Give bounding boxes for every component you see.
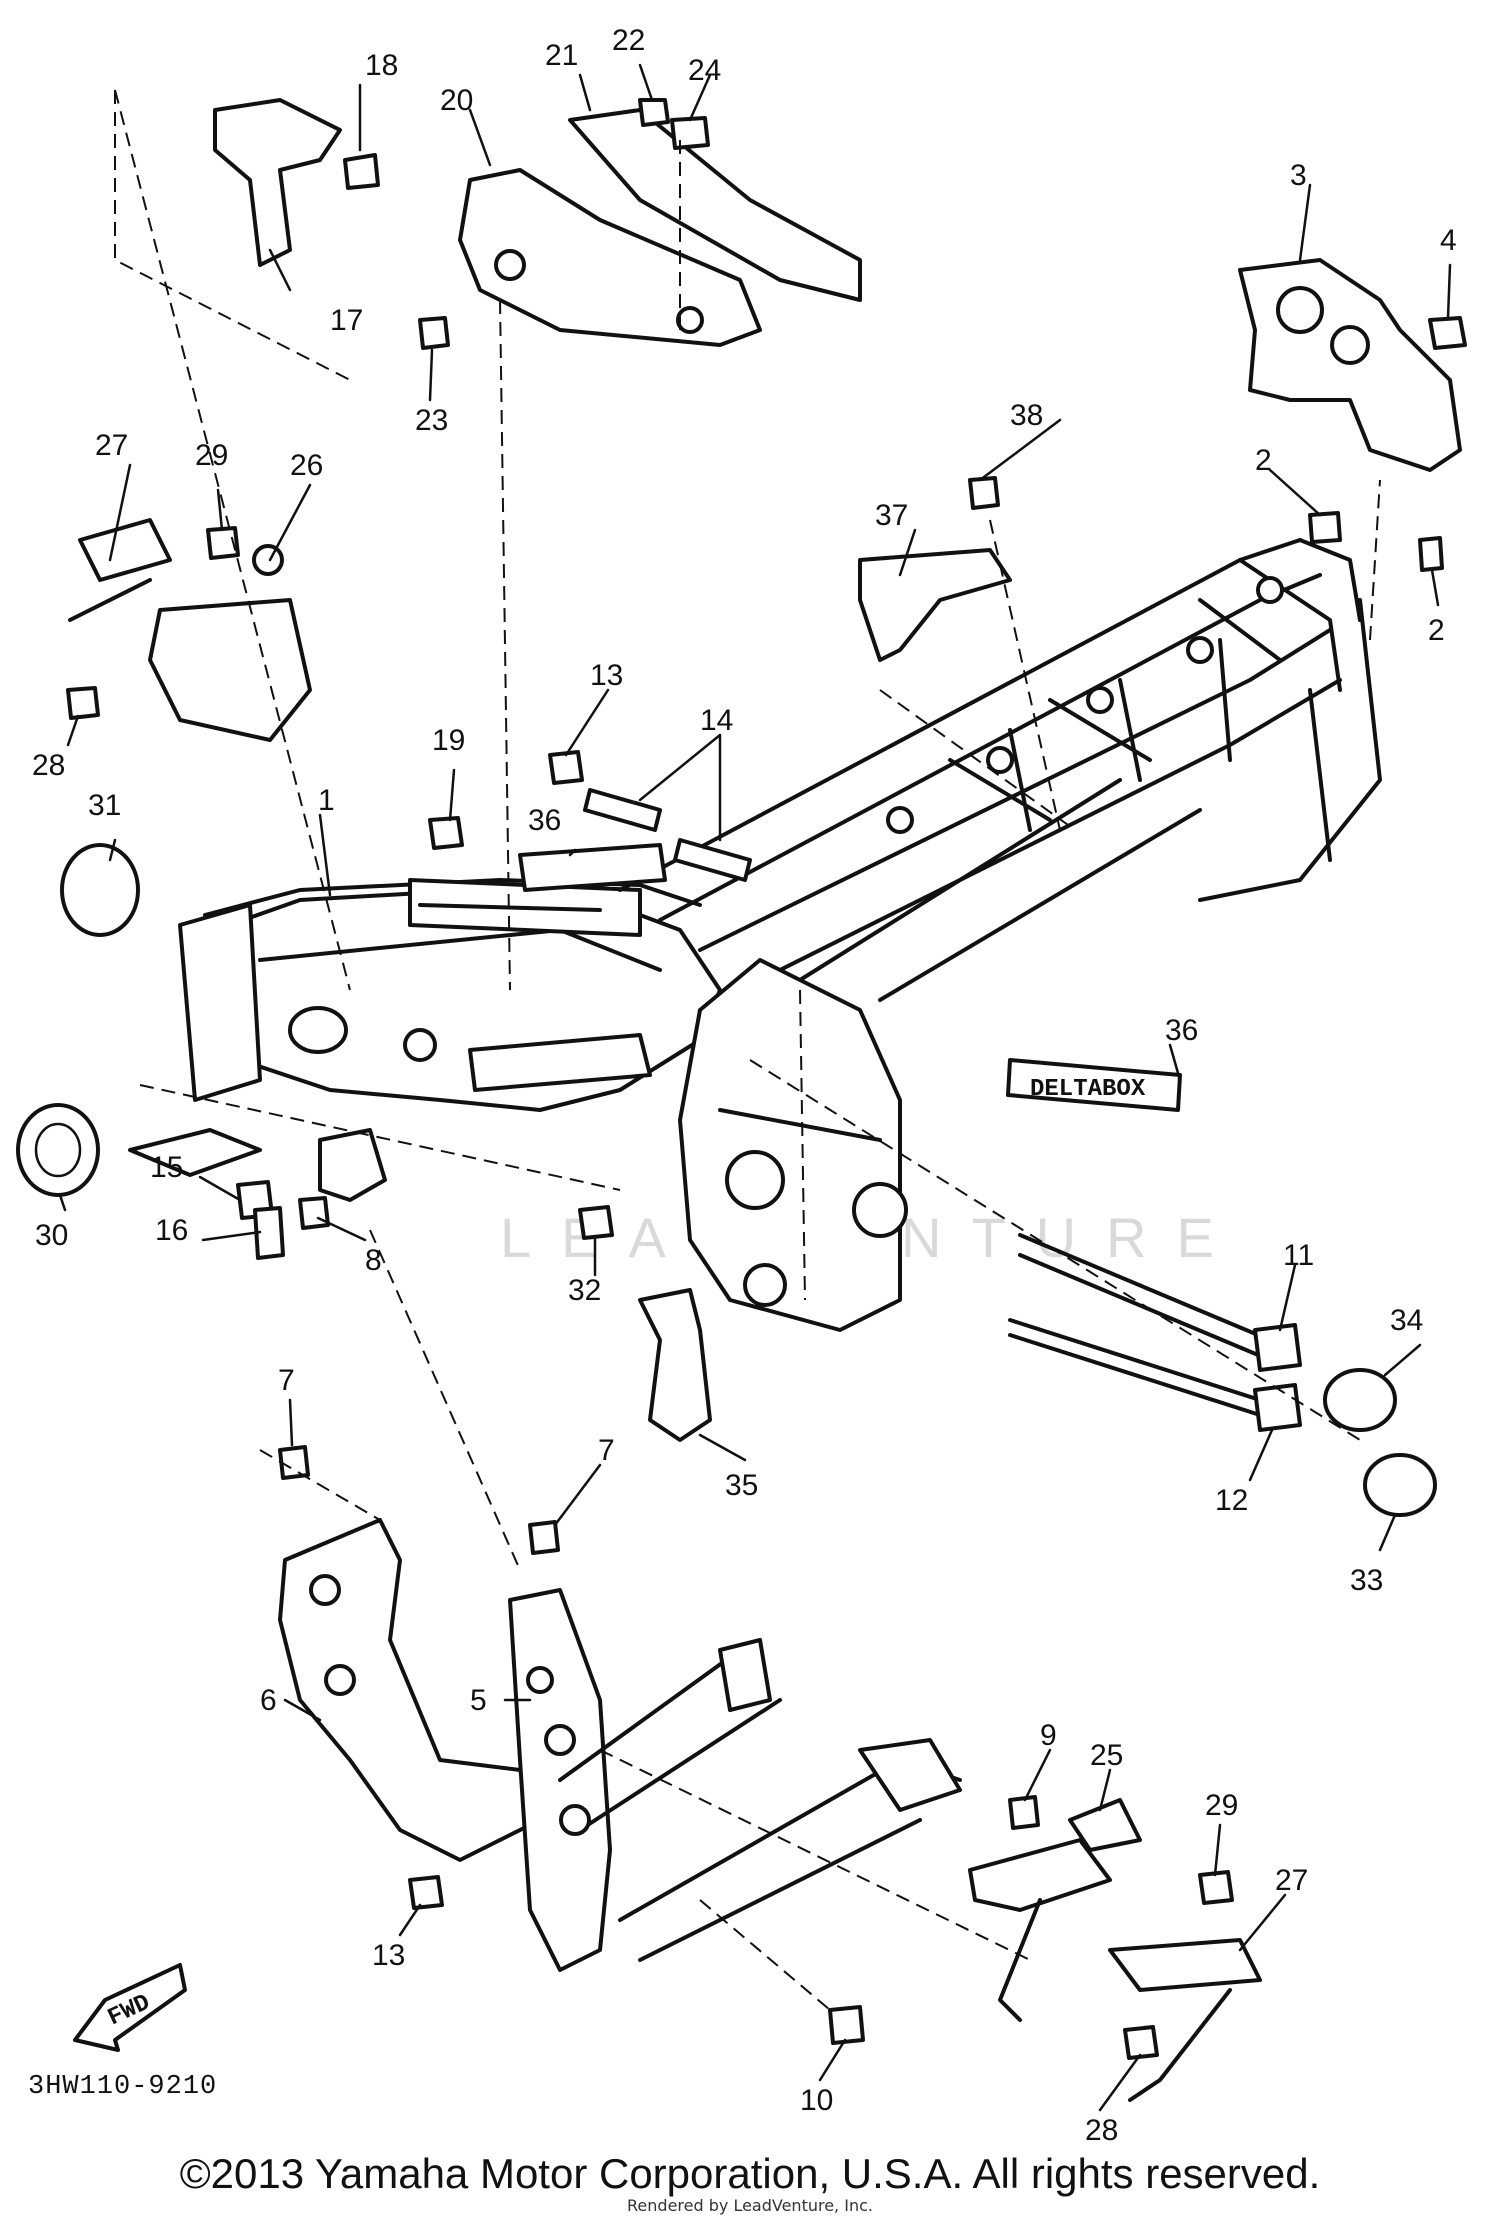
- bolt-18: [343, 153, 380, 190]
- nut-8: [298, 1196, 330, 1230]
- callout-15: 15: [150, 1151, 183, 1184]
- callout-30: 30: [35, 1219, 68, 1252]
- callout-28a: 28: [32, 749, 65, 782]
- bolt-14-a: [583, 788, 662, 832]
- bolt-28-bottom: [1123, 2025, 1159, 2060]
- cap-30: [16, 1103, 100, 1197]
- callout-27a: 27: [95, 429, 128, 462]
- callout-21: 21: [545, 39, 578, 72]
- callout-24: 24: [688, 54, 721, 87]
- callout-4: 4: [1440, 224, 1457, 257]
- cap-19: [428, 816, 464, 850]
- callout-5: 5: [470, 1684, 487, 1717]
- footrest-cover-left: [68, 518, 312, 742]
- deltabox-badge-text: DELTABOX: [1030, 1076, 1146, 1103]
- cap-32: [578, 1205, 614, 1240]
- callout-leaders: [58, 63, 1452, 2112]
- bracket-17: [213, 98, 342, 267]
- callout-27b: 27: [1275, 1864, 1308, 1897]
- copyright-notice: ©2013 Yamaha Motor Corporation, U.S.A. A…: [179, 2150, 1321, 2197]
- deltabox-badge: [1006, 1058, 1182, 1112]
- leader-lines: [114, 89, 1381, 2011]
- callout-14: 14: [700, 704, 733, 737]
- bolt-9: [1008, 1795, 1040, 1830]
- callout-35: 35: [725, 1469, 758, 1502]
- main-frame: [128, 538, 1382, 1332]
- part-code: 3HW110-9210: [28, 2072, 218, 2102]
- callout-12: 12: [1215, 1484, 1248, 1517]
- callout-20: 20: [440, 84, 473, 117]
- callout-10: 10: [800, 2084, 833, 2117]
- callout-3: 3: [1290, 159, 1307, 192]
- callout-6: 6: [260, 1684, 277, 1717]
- seat-bracket: [1238, 258, 1462, 472]
- bolt-38: [968, 476, 1000, 510]
- label-36-plate: [518, 843, 667, 892]
- callout-33: 33: [1350, 1564, 1383, 1597]
- callout-13a: 13: [590, 659, 623, 692]
- callout-36b: 36: [1165, 1014, 1198, 1047]
- callout-9: 9: [1040, 1719, 1057, 1752]
- callout-23: 23: [415, 404, 448, 437]
- callout-7b: 7: [598, 1434, 615, 1467]
- callout-16: 16: [155, 1214, 188, 1247]
- cap-2-a: [1308, 511, 1342, 544]
- top-cover: [458, 108, 862, 347]
- cap-33: [1363, 1453, 1437, 1517]
- bolt-10: [828, 2005, 865, 2045]
- cap-34: [1323, 1368, 1397, 1432]
- callout-32: 32: [568, 1274, 601, 1307]
- pivot-shafts: [1008, 1233, 1302, 1432]
- nut-29-top: [206, 526, 240, 560]
- renderer-credit: Rendered by LeadVenture, Inc.: [627, 2196, 873, 2215]
- collar-23: [418, 316, 450, 350]
- callout-29b: 29: [1205, 1789, 1238, 1822]
- cap-31: [60, 843, 140, 937]
- callout-18: 18: [365, 49, 398, 82]
- nut-29-bottom: [1198, 1870, 1234, 1905]
- callout-2b: 2: [1428, 614, 1445, 647]
- callout-8: 8: [365, 1244, 382, 1277]
- cap-2-b: [1418, 536, 1444, 572]
- callout-1: 1: [318, 784, 335, 817]
- bolt-16: [253, 1206, 285, 1260]
- callout-19: 19: [432, 724, 465, 757]
- callout-29a: 29: [195, 439, 228, 472]
- callout-22: 22: [612, 24, 645, 57]
- bolt-7-a: [278, 1445, 310, 1480]
- callout-38: 38: [1010, 399, 1043, 432]
- callout-31: 31: [88, 789, 121, 822]
- callout-36a: 36: [528, 804, 561, 837]
- nut-13-bottom: [408, 1875, 444, 1910]
- bolt-14-b: [673, 838, 752, 882]
- callout-17: 17: [330, 304, 363, 337]
- fwd-arrow-icon: FWD: [73, 1963, 187, 2052]
- lower-frame: [278, 1518, 962, 1972]
- bolt-4: [1428, 316, 1467, 350]
- bracket-8: [318, 1128, 387, 1202]
- grommet-24: [670, 116, 710, 150]
- footrest-right: [968, 1798, 1262, 2102]
- callout-11: 11: [1283, 1239, 1314, 1272]
- callout-34: 34: [1390, 1304, 1423, 1337]
- nut-13-top: [548, 750, 584, 785]
- callout-13b: 13: [372, 1939, 405, 1972]
- bolt-7-b: [528, 1520, 560, 1555]
- callout-28b: 28: [1085, 2114, 1118, 2147]
- bracket-35: [638, 1288, 712, 1442]
- callout-26: 26: [290, 449, 323, 482]
- callout-numbers: 1 2 2 3 4 5 6 7 7 8 9 10 11 12 13 13 14 …: [32, 24, 1457, 2147]
- callout-25: 25: [1090, 1739, 1123, 1772]
- callout-7a: 7: [278, 1364, 295, 1397]
- bolt-28-top: [66, 686, 100, 720]
- callout-2a: 2: [1255, 444, 1272, 477]
- nut-22: [638, 98, 670, 127]
- bracket-37: [858, 548, 1012, 662]
- callout-37: 37: [875, 499, 908, 532]
